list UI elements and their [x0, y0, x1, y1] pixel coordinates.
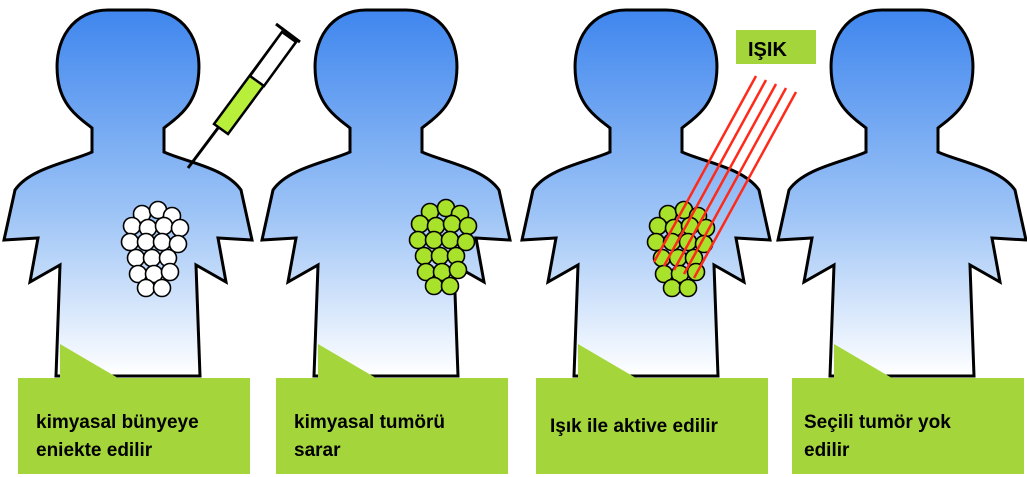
tumor-cell [680, 280, 697, 297]
tumor-cell [138, 234, 155, 251]
tumor-cell [162, 264, 179, 281]
tumor-cell [122, 234, 139, 251]
tumor-cell [442, 278, 459, 295]
panel-2: kimyasal tumörü sarar [262, 10, 510, 474]
tumor-cell [426, 278, 443, 295]
tumor-cell [426, 232, 443, 249]
tumor-cell [154, 234, 171, 251]
tumor-cell [412, 216, 429, 233]
tumor-cell [156, 218, 173, 235]
caption-line-2: eniekte edilir [36, 440, 153, 461]
tumor-cell [124, 218, 141, 235]
panel-3: IŞIK Işık ile aktive edilir [522, 10, 816, 474]
caption-line-2: edilir [804, 440, 850, 461]
tumor-cell [450, 262, 467, 279]
tumor-cell [664, 280, 681, 297]
body-silhouette [778, 10, 1026, 376]
tumor-cell [172, 220, 189, 237]
tumor-cell [416, 248, 433, 265]
tumor-cell [128, 250, 145, 267]
body-silhouette [522, 10, 770, 376]
light-label: IŞIK [748, 39, 787, 61]
tumor-cell [432, 248, 449, 265]
caption-line-1: Işık ile aktive edilir [550, 416, 719, 437]
tumor-cell [460, 218, 477, 235]
panel-1: kimyasal bünyeye eniekte edilir [4, 10, 300, 474]
caption-line-2: sarar [294, 440, 341, 461]
tumor-cell [138, 280, 155, 297]
tumor-cell [442, 232, 459, 249]
tumor-cell [444, 216, 461, 233]
tumor-cell [144, 250, 161, 267]
tumor-cell [650, 218, 667, 235]
syringe-icon [188, 24, 300, 168]
body-silhouette [262, 10, 510, 376]
tumor-cell [410, 232, 427, 249]
panel-4: Seçili tumör yok edilir [778, 10, 1026, 474]
body-silhouette [4, 10, 252, 376]
tumor-cell [154, 280, 171, 297]
caption-line-1: Seçili tumör yok [804, 412, 951, 433]
caption-line-1: kimyasal bünyeye [36, 412, 199, 433]
caption-line-1: kimyasal tumörü [294, 412, 445, 433]
